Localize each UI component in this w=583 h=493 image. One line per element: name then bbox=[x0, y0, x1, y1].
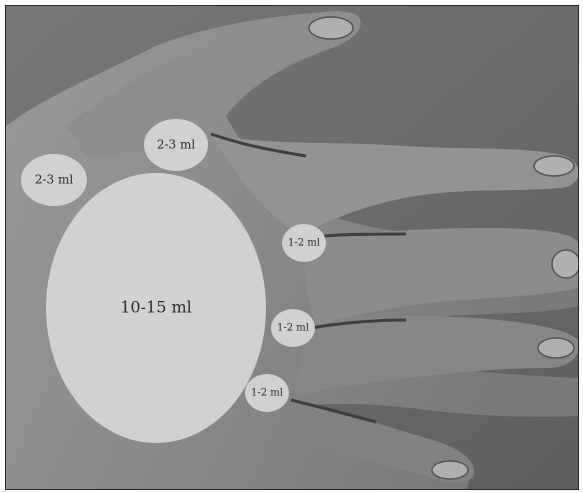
zone-palm-label: 10-15 ml bbox=[120, 298, 192, 317]
zone-thenar-label: 2-3 ml bbox=[35, 173, 74, 187]
zone-ring-base-label: 1-2 ml bbox=[251, 388, 283, 399]
zone-index-base-label: 1-2 ml bbox=[288, 238, 320, 249]
hand-illustration: 10-15 ml 2-3 ml 2-3 ml 1-2 ml 1-2 ml 1-2… bbox=[6, 6, 578, 489]
zone-middle-base-label: 1-2 ml bbox=[277, 323, 309, 334]
hand-photo-frame: 10-15 ml 2-3 ml 2-3 ml 1-2 ml 1-2 ml 1-2… bbox=[5, 5, 579, 490]
zone-thumb-web-label: 2-3 ml bbox=[157, 138, 196, 152]
